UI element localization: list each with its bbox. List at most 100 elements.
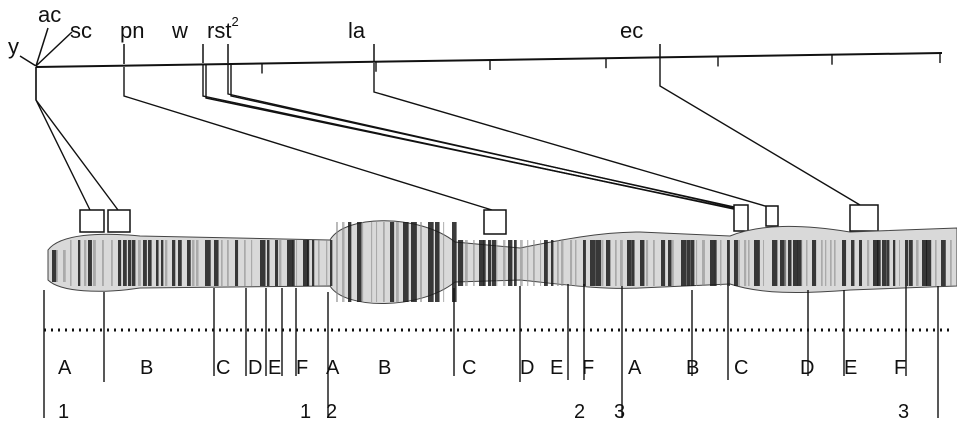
chromosome-band [187, 240, 191, 286]
chromosome-band [744, 240, 746, 286]
chromosome-band [527, 240, 528, 286]
chromosome-band [336, 222, 338, 302]
chromosome-band [161, 240, 163, 286]
chromosome-band [909, 240, 913, 286]
chromosome-band [615, 240, 617, 286]
chromosome-band [905, 240, 908, 286]
chromosome-band [473, 240, 475, 286]
division-lines [44, 284, 938, 418]
chromosome-band [734, 240, 738, 286]
division-number: 3 [614, 401, 625, 423]
chromosome-band [544, 240, 548, 286]
chromosome-band [830, 240, 832, 286]
chromosome-band [56, 250, 58, 282]
chromosome-band [326, 240, 327, 286]
chromosome-band [52, 250, 56, 282]
chromosome-band [138, 240, 141, 286]
chromosome-band [941, 240, 946, 286]
gene-label-w: w [171, 18, 188, 43]
chromosome-band [825, 240, 826, 286]
chromosome-band [570, 240, 572, 286]
chromosome-band [627, 240, 632, 286]
chromosome-band [763, 240, 764, 286]
division-number: 1 [300, 401, 311, 423]
chromosome-band [483, 240, 486, 286]
band-letter: E [844, 357, 857, 379]
chromosome-band [435, 222, 440, 302]
gene-label-rst-superscript: 2 [231, 14, 238, 29]
gene-label-sc: sc [70, 18, 92, 43]
chromosome-band [899, 240, 900, 286]
band-letter: C [462, 357, 476, 379]
connector-la [374, 63, 772, 208]
polytene-chromosome [44, 221, 957, 330]
chromosome-band [443, 222, 444, 302]
chromosome-band [93, 240, 96, 286]
chromosome-band [514, 240, 517, 286]
chromosome-band [251, 240, 252, 286]
gene-label-y: y [8, 34, 19, 59]
chromosome-band [672, 240, 674, 286]
chromosome-band [84, 240, 86, 286]
chromosome-band [123, 240, 127, 286]
chromosome-band [102, 240, 104, 286]
division-number: 3 [898, 401, 909, 423]
chromosome-band [275, 240, 278, 286]
chromosome-band [882, 240, 887, 286]
chromosome-band [935, 240, 937, 286]
chromosome-band [63, 250, 66, 282]
division-number: 1 [58, 401, 69, 423]
chromosome-band [172, 240, 175, 286]
band-letter: F [296, 357, 308, 379]
connector-y-ac [36, 67, 90, 210]
gene-label-ec: ec [620, 18, 643, 43]
chromosome-band [691, 240, 694, 286]
connector-ec [660, 58, 860, 205]
chromosome-band [772, 240, 777, 286]
chromosome-band [877, 240, 881, 286]
chromosome-band [812, 240, 816, 286]
chromosome-band [668, 240, 672, 286]
chromosome-band [342, 222, 345, 302]
chromosome-band [488, 240, 491, 286]
division-number: 2 [574, 401, 585, 423]
chromosome-band [318, 240, 320, 286]
chromosome-band [851, 240, 854, 286]
chromosome-band [492, 240, 496, 286]
chromosome-band [192, 240, 194, 286]
chromosome-band [376, 222, 377, 302]
chromosome-band [362, 222, 363, 302]
chromosome-band [551, 240, 553, 286]
chromosome-band [681, 240, 687, 286]
chromosome-band [738, 240, 740, 286]
chromosome-band [165, 240, 167, 286]
chromosome-band [371, 222, 372, 302]
locus-box-ec [850, 205, 878, 231]
band-letter: A [58, 357, 72, 379]
chromosome-band [70, 240, 72, 286]
band-letter: D [248, 357, 262, 379]
chromosome-band [926, 240, 931, 286]
band-letter: A [326, 357, 340, 379]
chromosome-band [396, 222, 399, 302]
connector-sc [36, 67, 118, 210]
chromosome-band [714, 240, 717, 286]
chromosome-band [428, 222, 434, 302]
chromosome-band [128, 240, 131, 286]
chromosome-band [260, 240, 265, 286]
chromosome-band [465, 240, 468, 286]
chromosome-band [132, 240, 135, 286]
band-letter: B [140, 357, 153, 379]
band-letter: B [378, 357, 391, 379]
chromosome-band [606, 240, 610, 286]
chromosome-band [533, 240, 535, 286]
chromosome-band [330, 240, 332, 286]
band-letter: A [628, 357, 642, 379]
chromosome-band [834, 240, 836, 286]
chromosome-band [640, 240, 644, 286]
band-letter: D [800, 357, 814, 379]
chromosome-band [687, 240, 691, 286]
connector-rst-a [228, 65, 745, 210]
genetic-map-ticks [262, 53, 940, 73]
chromosome-band [458, 240, 463, 286]
